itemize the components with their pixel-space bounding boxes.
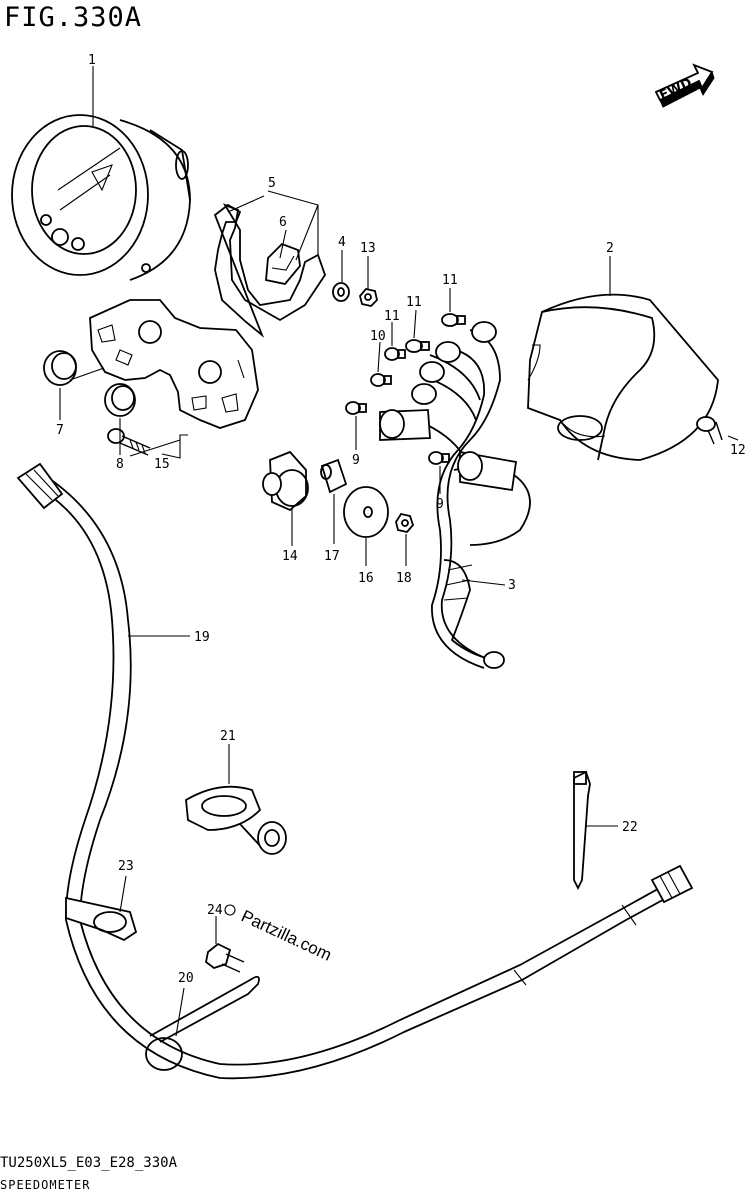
bulbs: [345, 313, 466, 465]
callout-18: 18: [396, 571, 412, 586]
callout-7: 7: [56, 423, 64, 438]
wiring-harness: [379, 321, 531, 669]
callout-23: 23: [118, 859, 134, 874]
bulb-11c: [384, 347, 406, 361]
leader-lines: [59, 66, 739, 1037]
speedometer-gauge: [11, 114, 191, 281]
callout-9b: 9: [436, 497, 444, 512]
watermark-text: Partzilla.com: [238, 906, 334, 964]
callout-14: 14: [282, 549, 298, 564]
callout-22: 22: [622, 820, 638, 835]
callout-9a: 9: [352, 453, 360, 468]
callout-labels: 1 2 3 4 5 6 7 8 9 9 10 11 11 11 12 13 14…: [56, 53, 746, 986]
grommet-7: [43, 350, 77, 386]
callout-24: 24: [207, 903, 223, 918]
callout-11a: 11: [442, 273, 458, 288]
figure-title: FIG.330A: [4, 2, 143, 33]
bulb-socket: [379, 321, 518, 492]
cable-tie: [573, 770, 591, 891]
callout-20: 20: [178, 971, 194, 986]
callout-11b: 11: [406, 295, 422, 310]
callout-16: 16: [358, 571, 374, 586]
callout-2: 2: [606, 241, 614, 256]
washer-16: [343, 486, 389, 538]
bulb-11b: [405, 339, 430, 353]
grommet-14: [262, 450, 309, 512]
nut-18: [395, 512, 415, 533]
spacer-17: [320, 458, 348, 494]
watermark: Partzilla.com: [224, 904, 335, 965]
callout-1: 1: [88, 53, 96, 68]
bulb-10: [370, 373, 392, 387]
callout-19: 19: [194, 630, 210, 645]
bulb-9b: [428, 451, 450, 465]
diagram-code: TU250XL5_E03_E28_330A: [0, 1155, 178, 1171]
bulb-11a: [441, 313, 466, 327]
callout-3: 3: [508, 578, 516, 593]
grommet-8: [104, 383, 136, 417]
callout-8: 8: [116, 457, 124, 472]
callout-10: 10: [370, 329, 386, 344]
callout-6: 6: [279, 215, 287, 230]
nut-13: [359, 288, 378, 307]
callout-17: 17: [324, 549, 340, 564]
wire-clip: [145, 975, 260, 1071]
forward-arrow-icon: FWD: [654, 63, 715, 108]
meter-case: [527, 293, 719, 461]
screw-12: [696, 416, 723, 445]
bracket-clip: [265, 242, 301, 285]
washer-4: [332, 282, 350, 302]
callout-12: 12: [730, 443, 746, 458]
bolt-24: [205, 942, 245, 973]
speedometer-cable: [16, 462, 694, 1080]
callout-21: 21: [220, 729, 236, 744]
callout-13: 13: [360, 241, 376, 256]
callout-11c: 11: [384, 309, 400, 324]
section-name: SPEEDOMETER: [0, 1178, 91, 1192]
callout-4: 4: [338, 235, 346, 250]
callout-15: 15: [154, 457, 170, 472]
cable-clamp: [65, 896, 138, 942]
bulb-9a: [345, 401, 367, 415]
cable-guide: [185, 785, 287, 855]
callout-5: 5: [268, 176, 276, 191]
meter-bracket: [89, 203, 326, 429]
